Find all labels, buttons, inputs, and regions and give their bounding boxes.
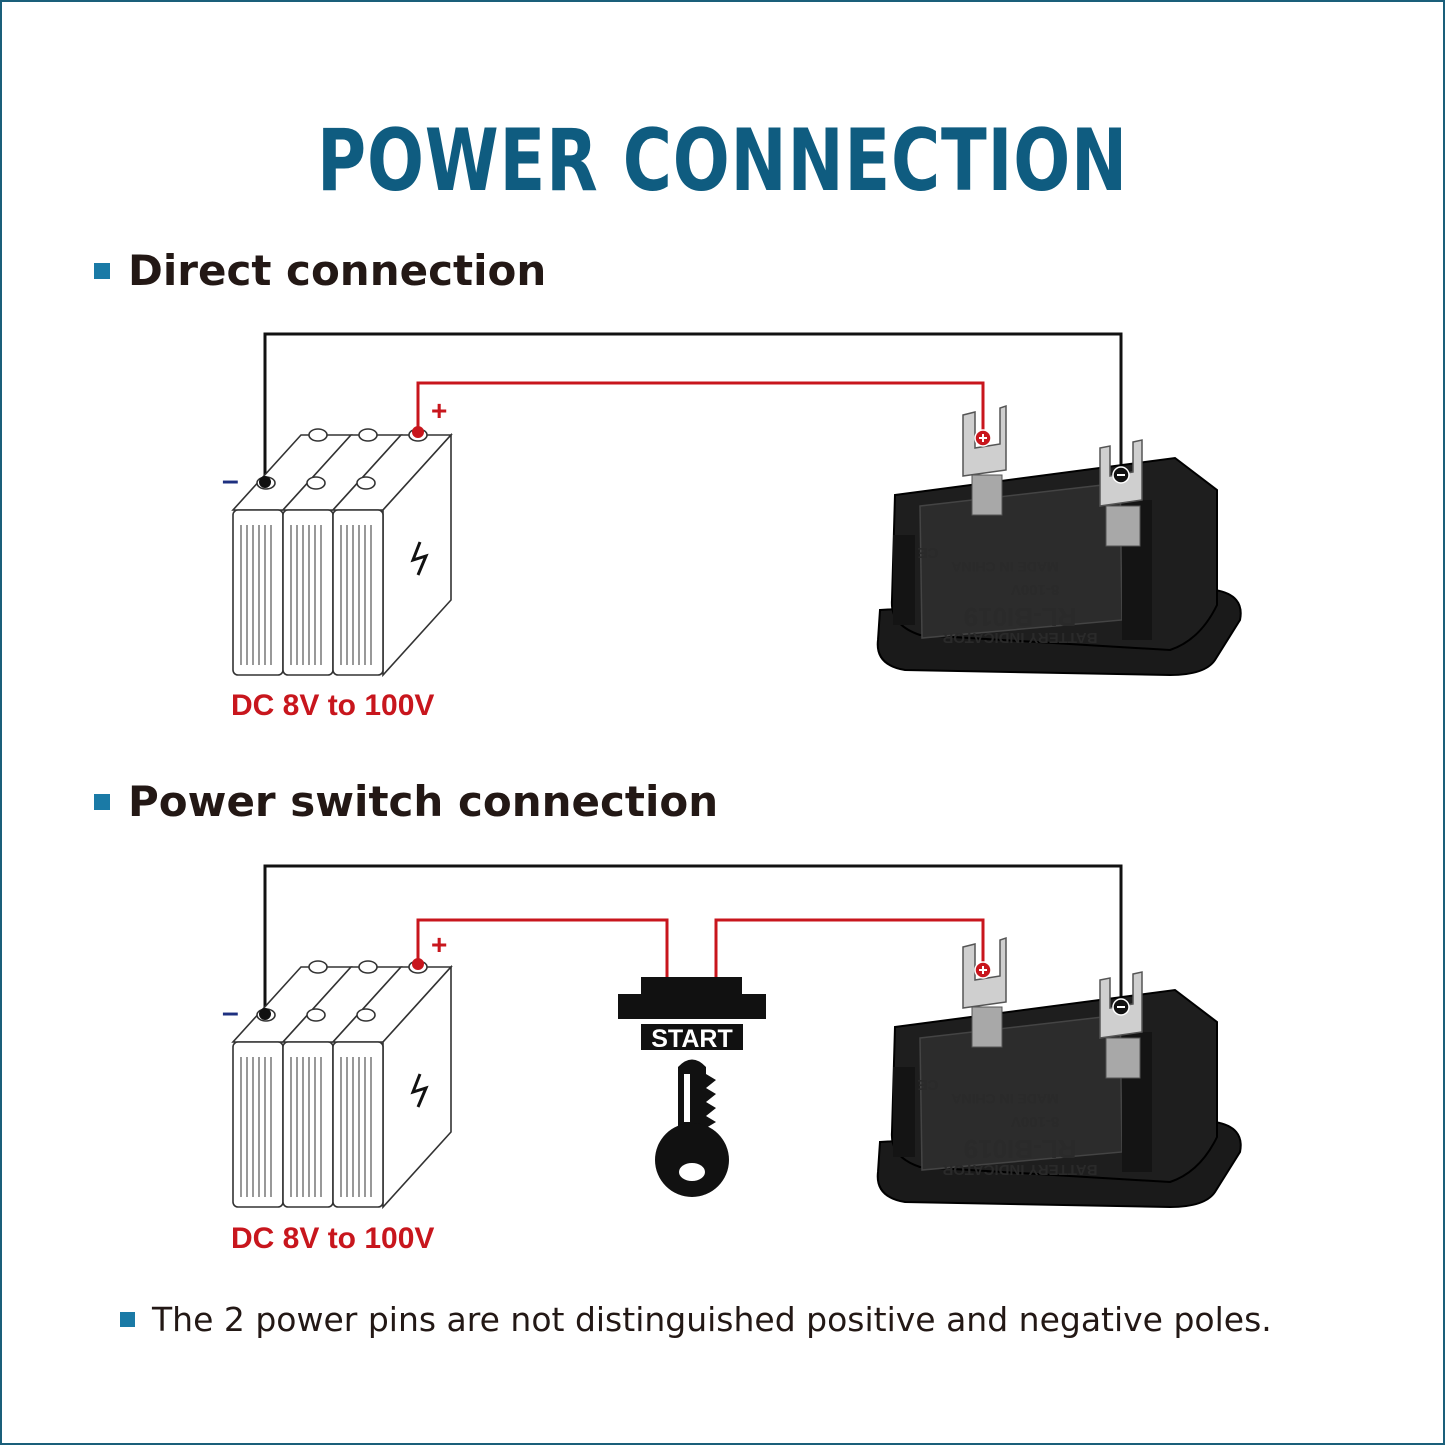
positive-wire-from-switch — [714, 918, 985, 980]
device-ce-mark: CE — [918, 1076, 939, 1093]
minus-sign: – — [222, 464, 239, 497]
device-label-line4: MADE IN CHINA — [951, 559, 1058, 575]
voltage-label: DC 8V to 100V — [231, 689, 434, 722]
minus-sign: – — [222, 996, 239, 1029]
negative-terminal-dot — [259, 476, 271, 488]
battery-pack-icon — [231, 960, 453, 1210]
bullet-square-icon — [94, 794, 110, 810]
device-ce-mark: CE — [918, 544, 939, 561]
device-label-line2: RL-BI019 — [964, 1134, 1077, 1164]
direct-connection-diagram: + – DC 8V to 100V BATTERY INDICATOR RL-B… — [222, 332, 1242, 722]
bullet-square-icon — [120, 1312, 135, 1327]
positive-terminal-dot — [412, 958, 424, 970]
section-heading-text: Direct connection — [128, 246, 547, 295]
page-title: POWER CONNECTION — [317, 111, 1128, 211]
battery-pack-icon — [231, 428, 453, 678]
voltage-label: DC 8V to 100V — [231, 1222, 434, 1255]
negative-wire — [263, 864, 1123, 1014]
polarity-note-text: The 2 power pins are not distinguished p… — [152, 1300, 1272, 1339]
device-label-line3: 8-100V — [1011, 1113, 1059, 1130]
plus-sign: + — [431, 929, 447, 960]
section-heading-text: Power switch connection — [128, 777, 719, 826]
section-heading-direct: Direct connection — [94, 250, 546, 292]
device-label-line3: 8-100V — [1011, 581, 1059, 598]
ignition-key-icon: START — [618, 977, 766, 1197]
battery-indicator-device-icon: BATTERY INDICATOR RL-BI019 8-100V MADE I… — [876, 936, 1242, 1209]
polarity-note: The 2 power pins are not distinguished p… — [120, 1303, 1272, 1336]
switch-connection-diagram: + – DC 8V to 100V START BATTERY INDICATO… — [222, 864, 1242, 1255]
bullet-square-icon — [94, 263, 110, 279]
section-heading-switch: Power switch connection — [94, 781, 718, 823]
device-label-line2: RL-BI019 — [964, 602, 1077, 632]
positive-terminal-dot — [412, 426, 424, 438]
negative-wire — [263, 332, 1123, 482]
start-label: START — [651, 1025, 732, 1053]
device-label-line1: BATTERY INDICATOR — [942, 629, 1097, 646]
device-label-line4: MADE IN CHINA — [951, 1091, 1058, 1107]
positive-wire — [416, 381, 985, 438]
positive-wire-to-switch — [416, 918, 669, 980]
plus-sign: + — [431, 395, 447, 426]
negative-terminal-dot — [259, 1008, 271, 1020]
battery-indicator-device-icon: BATTERY INDICATOR RL-BI019 8-100V MADE I… — [876, 404, 1242, 677]
device-label-line1: BATTERY INDICATOR — [942, 1161, 1097, 1178]
